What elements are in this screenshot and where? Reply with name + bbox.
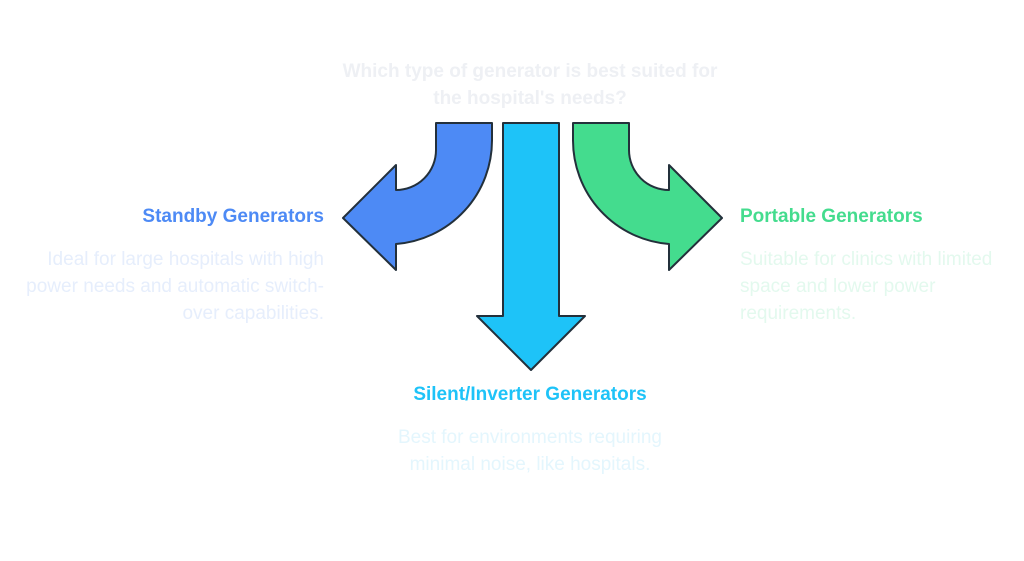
curved-arrow-left-icon (342, 122, 494, 271)
curved-arrow-right-icon (571, 122, 723, 271)
question-text: Which type of generator is best suited f… (342, 61, 718, 109)
portable-title: Portable Generators (740, 206, 923, 227)
silent-description: Best for environments requiring minimal … (397, 427, 662, 475)
portable-description: Suitable for clinics with limited space … (740, 249, 993, 324)
standby-description: Ideal for large hospitals with high powe… (26, 249, 324, 324)
arrow-down-icon (476, 122, 586, 371)
standby-title: Standby Generators (142, 206, 324, 227)
silent-title: Silent/Inverter Generators (413, 384, 647, 405)
